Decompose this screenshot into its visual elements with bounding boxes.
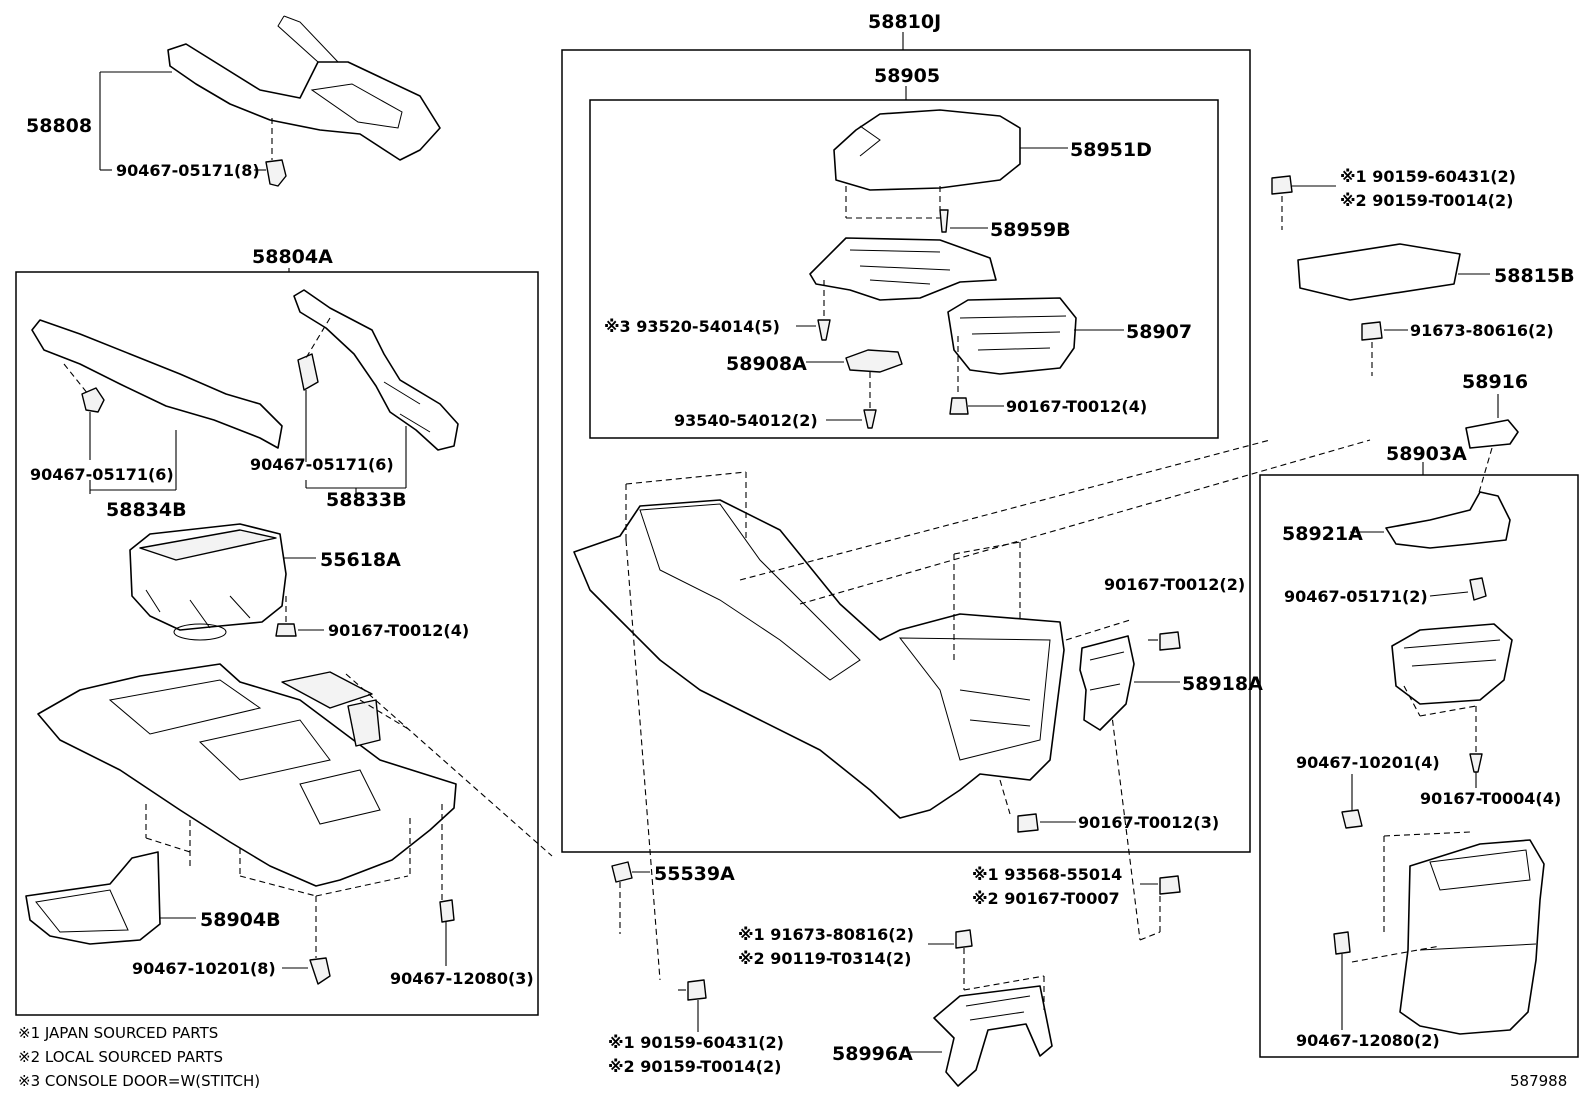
bolt-icon [1159, 631, 1181, 651]
screw-icon [863, 409, 877, 429]
label-58921A: 58921A [1282, 523, 1363, 545]
label-58996A: 58996A [832, 1043, 913, 1065]
label-90467-05171-6-right: 90467-05171(6) [250, 455, 394, 474]
label-58834B: 58834B [106, 499, 187, 521]
screw-icon [817, 319, 831, 341]
label-90159-60431-2-bottom: ※1 90159-60431(2) [608, 1033, 784, 1052]
part-58921A-garnish [1385, 491, 1511, 549]
clip-icon [1341, 809, 1363, 829]
label-58903A: 58903A [1386, 443, 1467, 465]
label-58908A: 58908A [726, 353, 807, 375]
label-90467-12080-3: 90467-12080(3) [390, 969, 534, 988]
bolt-icon [955, 929, 973, 949]
screw-icon [1469, 753, 1483, 773]
legend-note-1: ※1 JAPAN SOURCED PARTS [18, 1024, 218, 1042]
label-58810J: 58810J [868, 11, 941, 33]
bolt-icon [275, 623, 297, 637]
label-93540-54012-2: 93540-54012(2) [674, 411, 818, 430]
label-58918A: 58918A [1182, 673, 1263, 695]
part-hinge-base [809, 237, 997, 301]
label-58905: 58905 [874, 65, 940, 87]
part-lower-console-body [37, 663, 457, 887]
part-55618A-cupholder [129, 523, 287, 641]
group-box-58804A [15, 271, 539, 1016]
bolt-icon [1159, 875, 1181, 895]
label-58808: 58808 [26, 115, 92, 137]
part-58951D-lid [833, 109, 1021, 191]
group-box-58905 [589, 99, 1219, 439]
bolt-icon [1017, 813, 1039, 833]
part-58815B-mat [1297, 243, 1461, 301]
label-93520-54014-5: ※3 93520-54014(5) [604, 317, 780, 336]
label-90467-12080-2: 90467-12080(2) [1296, 1031, 1440, 1050]
label-90167-T0012-4-center: 90167-T0012(4) [1006, 397, 1147, 416]
label-93568-55014: ※1 93568-55014 [972, 865, 1122, 884]
label-91673-80816-2: ※1 91673-80816(2) [738, 925, 914, 944]
clip-icon [439, 899, 455, 923]
label-90159-T0014-2-bottom: ※2 90159-T0014(2) [608, 1057, 781, 1076]
bolt-icon [1271, 175, 1293, 195]
clip-icon [1469, 577, 1487, 601]
clip-icon [265, 159, 287, 187]
label-58904B: 58904B [200, 909, 281, 931]
label-58916: 58916 [1462, 371, 1528, 393]
part-55539A-clip [611, 861, 633, 883]
label-58907: 58907 [1126, 321, 1192, 343]
part-pocket-assy [1391, 623, 1513, 705]
label-90167-T0007: ※2 90167-T0007 [972, 889, 1120, 908]
label-90167-T0012-3: 90167-T0012(3) [1078, 813, 1219, 832]
label-58815B: 58815B [1494, 265, 1575, 287]
part-rear-console-panel [1399, 839, 1545, 1035]
part-58996A-bracket [933, 985, 1053, 1087]
part-58916-insert [1465, 419, 1519, 449]
label-90159-T0014-2-top: ※2 90159-T0014(2) [1340, 191, 1513, 210]
bolt-icon [949, 397, 969, 415]
part-58834B-panel [31, 319, 283, 449]
label-90467-10201-4: 90467-10201(4) [1296, 753, 1440, 772]
part-58918A-bracket [1079, 635, 1135, 731]
label-90467-10201-8: 90467-10201(8) [132, 959, 276, 978]
label-55618A: 55618A [320, 549, 401, 571]
screw-icon [939, 209, 949, 233]
legend-note-3: ※3 CONSOLE DOOR=W(STITCH) [18, 1072, 260, 1090]
part-58808-bezel [167, 15, 441, 161]
label-90467-05171-2: 90467-05171(2) [1284, 587, 1428, 606]
label-58804A: 58804A [252, 246, 333, 268]
part-58907-latch-assy [947, 297, 1077, 375]
legend-note-2: ※2 LOCAL SOURCED PARTS [18, 1048, 223, 1066]
group-box-58810J [561, 49, 1251, 853]
part-58833B-frame [293, 289, 459, 451]
label-58959B: 58959B [990, 219, 1071, 241]
group-box-58903A [1259, 474, 1579, 1058]
label-58833B: 58833B [326, 489, 407, 511]
label-90167-T0012-4-left: 90167-T0012(4) [328, 621, 469, 640]
label-90167-T0004-4: 90167-T0004(4) [1420, 789, 1561, 808]
label-91673-80616-2: 91673-80616(2) [1410, 321, 1554, 340]
label-58951D: 58951D [1070, 139, 1152, 161]
part-main-console-body [573, 499, 1065, 819]
label-90159-60431-2-top: ※1 90159-60431(2) [1340, 167, 1516, 186]
part-58904B-tray [25, 851, 161, 945]
clip-icon [1333, 931, 1351, 955]
label-90167-T0012-2: 90167-T0012(2) [1104, 575, 1245, 594]
bolt-icon [687, 979, 707, 1001]
label-90467-05171-8: 90467-05171(8) [116, 161, 260, 180]
bolt-icon [1361, 321, 1383, 341]
label-55539A: 55539A [654, 863, 735, 885]
part-58908A-plate [845, 349, 903, 373]
label-90467-05171-6-left: 90467-05171(6) [30, 465, 174, 484]
clip-icon [309, 957, 331, 985]
figure-id: 587988 [1510, 1072, 1567, 1090]
label-90119-T0314-2: ※2 90119-T0314(2) [738, 949, 911, 968]
